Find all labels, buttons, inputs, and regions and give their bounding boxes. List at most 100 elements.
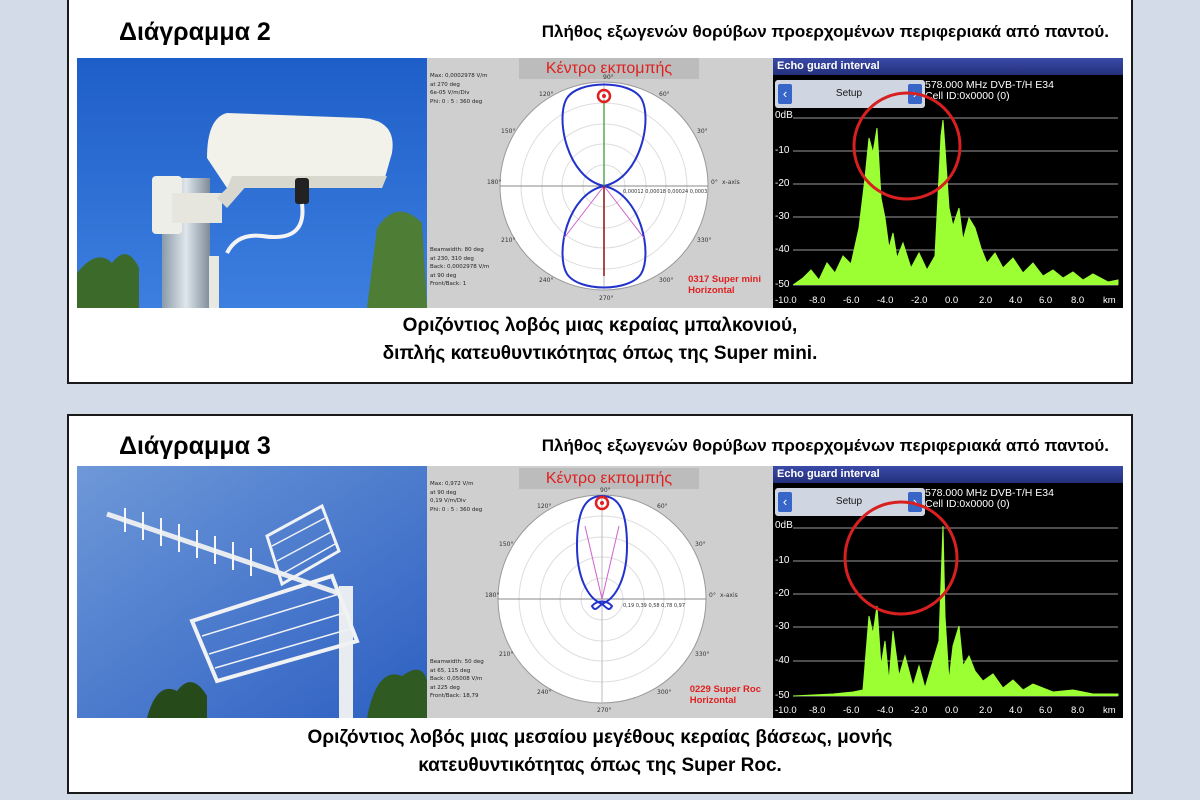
polar-angle-180: 180° bbox=[487, 179, 501, 186]
polar-angle-120: 120° bbox=[539, 91, 553, 98]
diagram-panel-3: Διάγραμμα 3 Πλήθος εξωγενών θορύβων προε… bbox=[67, 414, 1133, 794]
polar-axis-name: x-axis bbox=[722, 179, 740, 186]
spectrum-y-label: -30 bbox=[775, 621, 790, 632]
polar-axis-name: x-axis bbox=[720, 592, 738, 599]
spectrum-x-label: 2.0 bbox=[979, 705, 993, 716]
echo-highlight-circle bbox=[852, 91, 962, 201]
spectrum-y-label: -20 bbox=[775, 178, 790, 189]
polar-angle-120: 120° bbox=[537, 503, 551, 510]
diagram-panel-2: Διάγραμμα 2 Πλήθος εξωγενών θορύβων προε… bbox=[67, 0, 1133, 384]
spectrum-header: Echo guard interval bbox=[773, 58, 1123, 75]
echo-highlight-circle bbox=[843, 500, 959, 616]
spectrum-x-label: -2.0 bbox=[911, 705, 928, 716]
caption-line: Οριζόντιος λοβός μιας μεσαίου μεγέθους κ… bbox=[307, 727, 893, 748]
prev-arrow-icon[interactable]: ‹ bbox=[778, 492, 792, 512]
polar-angle-300: 300° bbox=[659, 277, 673, 284]
diagram-caption: Οριζόντιος λοβός μιας κεραίας μπαλκονιού… bbox=[69, 312, 1131, 368]
spectrum-y-label: -40 bbox=[775, 244, 790, 255]
spectrum-y-label: -50 bbox=[775, 279, 790, 290]
image-strip: Max: 0,972 V/m at 90 deg 0,19 V/m/Div Ph… bbox=[77, 466, 1123, 718]
diagram-subtitle: Πλήθος εξωγενών θορύβων προερχομένων περ… bbox=[541, 436, 1109, 455]
transmission-center-label: Κέντρο εκπομπής bbox=[519, 58, 699, 79]
polar-angle-150: 150° bbox=[499, 541, 513, 548]
max-marker bbox=[594, 495, 610, 511]
frequency-line: 578.000 MHz DVB-T/H E34 bbox=[925, 79, 1054, 91]
polar-info-bottom: Beamwidth: 80 deg at 230, 310 deg Back: … bbox=[430, 247, 490, 287]
polar-angle-180: 180° bbox=[485, 592, 499, 599]
spectrum-x-label: -2.0 bbox=[911, 295, 928, 306]
polar-angle-90: 90° bbox=[600, 487, 611, 494]
polar-angle-240: 240° bbox=[537, 689, 551, 696]
caption-line: κατευθυντικότητας όπως της Super Roc. bbox=[418, 755, 782, 776]
polar-angle-270: 270° bbox=[599, 295, 613, 302]
spectrum-y-label: -10 bbox=[775, 145, 790, 156]
polar-angle-210: 210° bbox=[501, 237, 515, 244]
polar-axis-ticks: 0,19 0,39 0,58 0,78 0,97 bbox=[623, 603, 685, 609]
spectrum-header: Echo guard interval bbox=[773, 466, 1123, 483]
spectrum-y-label: -40 bbox=[775, 655, 790, 666]
frequency-info: 578.000 MHz DVB-T/H E34 Cell ID:0x0000 (… bbox=[925, 488, 1054, 510]
diagram-caption: Οριζόντιος λοβός μιας μεσαίου μεγέθους κ… bbox=[69, 724, 1131, 780]
polar-angle-90: 90° bbox=[603, 74, 614, 81]
spectrum-x-label: 4.0 bbox=[1009, 295, 1023, 306]
image-strip: Max: 0,0002978 V/m at 270 deg 6e-05 V/m/… bbox=[77, 58, 1123, 308]
polar-angle-30: 30° bbox=[695, 541, 706, 548]
antenna-model-label: 0317 Super mini Horizontal bbox=[688, 274, 761, 296]
polar-axis-ticks: 0,00012 0,00018 0,00024 0,0003 bbox=[623, 189, 707, 195]
setup-button[interactable]: Setup bbox=[835, 496, 863, 507]
echo-spectrum-display: Echo guard interval ‹ Setup › 578.000 MH… bbox=[773, 58, 1123, 308]
polar-info-top: Max: 0,972 V/m at 90 deg 0,19 V/m/Div Ph… bbox=[430, 481, 483, 513]
spectrum-y-label: -50 bbox=[775, 690, 790, 701]
spectrum-x-label: -8.0 bbox=[809, 295, 826, 306]
setup-button[interactable]: Setup bbox=[835, 88, 863, 99]
polar-angle-330: 330° bbox=[697, 237, 711, 244]
spectrum-x-unit: km bbox=[1103, 705, 1116, 716]
polar-angle-300: 300° bbox=[657, 689, 671, 696]
spectrum-y-label: -30 bbox=[775, 211, 790, 222]
spectrum-x-label: -10.0 bbox=[775, 705, 797, 716]
echo-spectrum-trace bbox=[792, 119, 1119, 286]
max-marker bbox=[596, 88, 612, 104]
polar-angle-60: 60° bbox=[657, 503, 668, 510]
polar-angle-60: 60° bbox=[659, 91, 670, 98]
spectrum-x-unit: km bbox=[1103, 295, 1116, 306]
polar-angle-0: 0° bbox=[711, 179, 718, 186]
spectrum-x-label: -4.0 bbox=[877, 705, 894, 716]
polar-angle-270: 270° bbox=[597, 707, 611, 714]
frequency-info: 578.000 MHz DVB-T/H E34 Cell ID:0x0000 (… bbox=[925, 80, 1054, 102]
polar-angle-240: 240° bbox=[539, 277, 553, 284]
antenna-model: 0229 Super Roc bbox=[689, 684, 761, 695]
spectrum-y-label: 0dB bbox=[775, 110, 793, 121]
diagram-subtitle: Πλήθος εξωγενών θορύβων προερχομένων περ… bbox=[541, 22, 1109, 41]
spectrum-x-label: -6.0 bbox=[843, 705, 860, 716]
polar-info-top: Max: 0,0002978 V/m at 270 deg 6e-05 V/m/… bbox=[430, 73, 488, 105]
spectrum-x-label: 0.0 bbox=[945, 705, 959, 716]
spectrum-x-label: 8.0 bbox=[1071, 295, 1085, 306]
spectrum-y-label: 0dB bbox=[775, 520, 793, 531]
caption-line: Οριζόντιος λοβός μιας κεραίας μπαλκονιού… bbox=[402, 315, 798, 336]
diagram-title: Διάγραμμα 2 bbox=[119, 18, 271, 46]
prev-arrow-icon[interactable]: ‹ bbox=[778, 84, 792, 104]
polar-diagram: Max: 0,972 V/m at 90 deg 0,19 V/m/Div Ph… bbox=[427, 466, 773, 718]
antenna-model: 0317 Super mini bbox=[688, 274, 761, 285]
echo-spectrum-display: Echo guard interval ‹ Setup › 578.000 MH… bbox=[773, 466, 1123, 718]
spectrum-x-label: 0.0 bbox=[945, 295, 959, 306]
next-arrow-icon[interactable]: › bbox=[908, 492, 922, 512]
transmission-center-label: Κέντρο εκπομπής bbox=[519, 468, 699, 489]
antenna-model-label: 0229 Super Roc Horizontal bbox=[690, 684, 761, 706]
spectrum-y-label: -10 bbox=[775, 555, 790, 566]
antenna-orientation: Horizontal bbox=[689, 695, 737, 706]
echo-spectrum-trace bbox=[792, 525, 1119, 697]
polar-angle-0: 0° bbox=[709, 592, 716, 599]
spectrum-x-label: 2.0 bbox=[979, 295, 993, 306]
polar-angle-30: 30° bbox=[697, 128, 708, 135]
spectrum-x-label: -8.0 bbox=[809, 705, 826, 716]
cell-id-line: Cell ID:0x0000 (0) bbox=[925, 90, 1010, 102]
spectrum-x-label: 4.0 bbox=[1009, 705, 1023, 716]
spectrum-x-label: 8.0 bbox=[1071, 705, 1085, 716]
cell-id-line: Cell ID:0x0000 (0) bbox=[925, 498, 1010, 510]
spectrum-x-label: 6.0 bbox=[1039, 295, 1053, 306]
polar-angle-330: 330° bbox=[695, 651, 709, 658]
antenna-photo-super-mini bbox=[77, 58, 427, 308]
antenna-photo-super-roc bbox=[77, 466, 427, 718]
